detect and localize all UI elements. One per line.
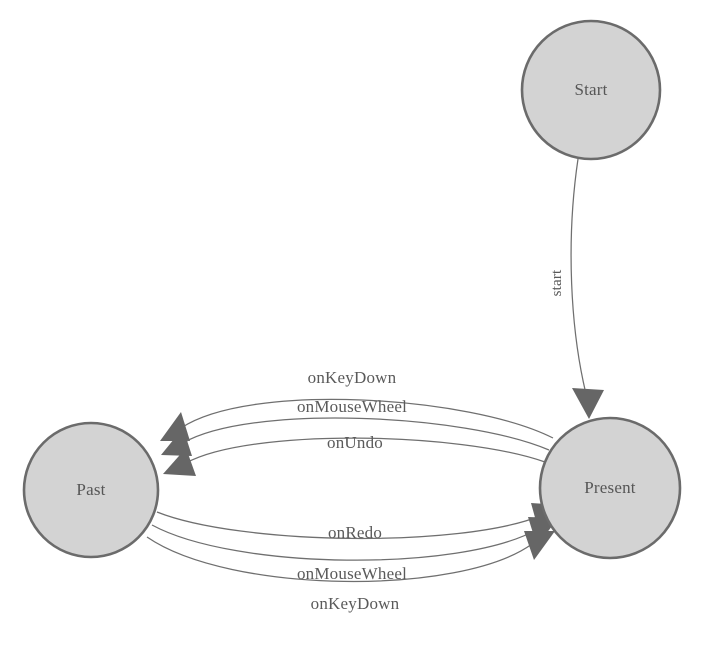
node-start[interactable]: Start — [520, 19, 662, 161]
edge-label-undo: onUndo — [327, 433, 383, 452]
node-past-circle — [22, 421, 160, 559]
edge-start-to-present[interactable] — [570, 158, 604, 419]
edge-label-mousewheel-up: onMouseWheel — [297, 397, 407, 416]
arrowhead-start — [572, 388, 604, 419]
edge-present-to-past-mousewheel[interactable] — [161, 417, 550, 456]
node-past[interactable]: Past — [22, 421, 160, 559]
edge-present-to-past-undo[interactable] — [163, 437, 546, 476]
edge-path-keydown-down — [146, 536, 533, 583]
node-start-circle — [520, 19, 662, 161]
node-past-label: Past — [76, 480, 105, 499]
node-group: Start Past Present — [22, 19, 682, 560]
edge-path-keydown-up — [180, 398, 554, 439]
arrowhead-wheel-up — [161, 428, 192, 456]
edge-path-wheel-down — [151, 524, 537, 561]
node-present[interactable]: Present — [538, 416, 682, 560]
edge-label-group: start onKeyDown onMouseWheel onUndo onRe… — [297, 269, 565, 613]
edge-label-start: start — [549, 269, 565, 296]
node-present-circle — [538, 416, 682, 560]
edge-past-to-present-keydown[interactable] — [146, 531, 555, 583]
edge-label-keydown-down: onKeyDown — [311, 594, 400, 613]
node-start-label: Start — [574, 80, 607, 99]
edge-path-wheel-up — [182, 417, 550, 451]
edge-path-redo — [156, 511, 541, 540]
edge-label-keydown-up: onKeyDown — [308, 368, 397, 387]
edge-label-mousewheel-down: onMouseWheel — [297, 564, 407, 583]
arrowhead-undo — [163, 448, 196, 476]
node-present-label: Present — [584, 478, 636, 497]
edge-path-undo — [185, 437, 546, 464]
edge-path-start — [570, 158, 588, 399]
edge-label-redo: onRedo — [328, 523, 382, 542]
arrowhead-keydown-down — [524, 531, 555, 560]
